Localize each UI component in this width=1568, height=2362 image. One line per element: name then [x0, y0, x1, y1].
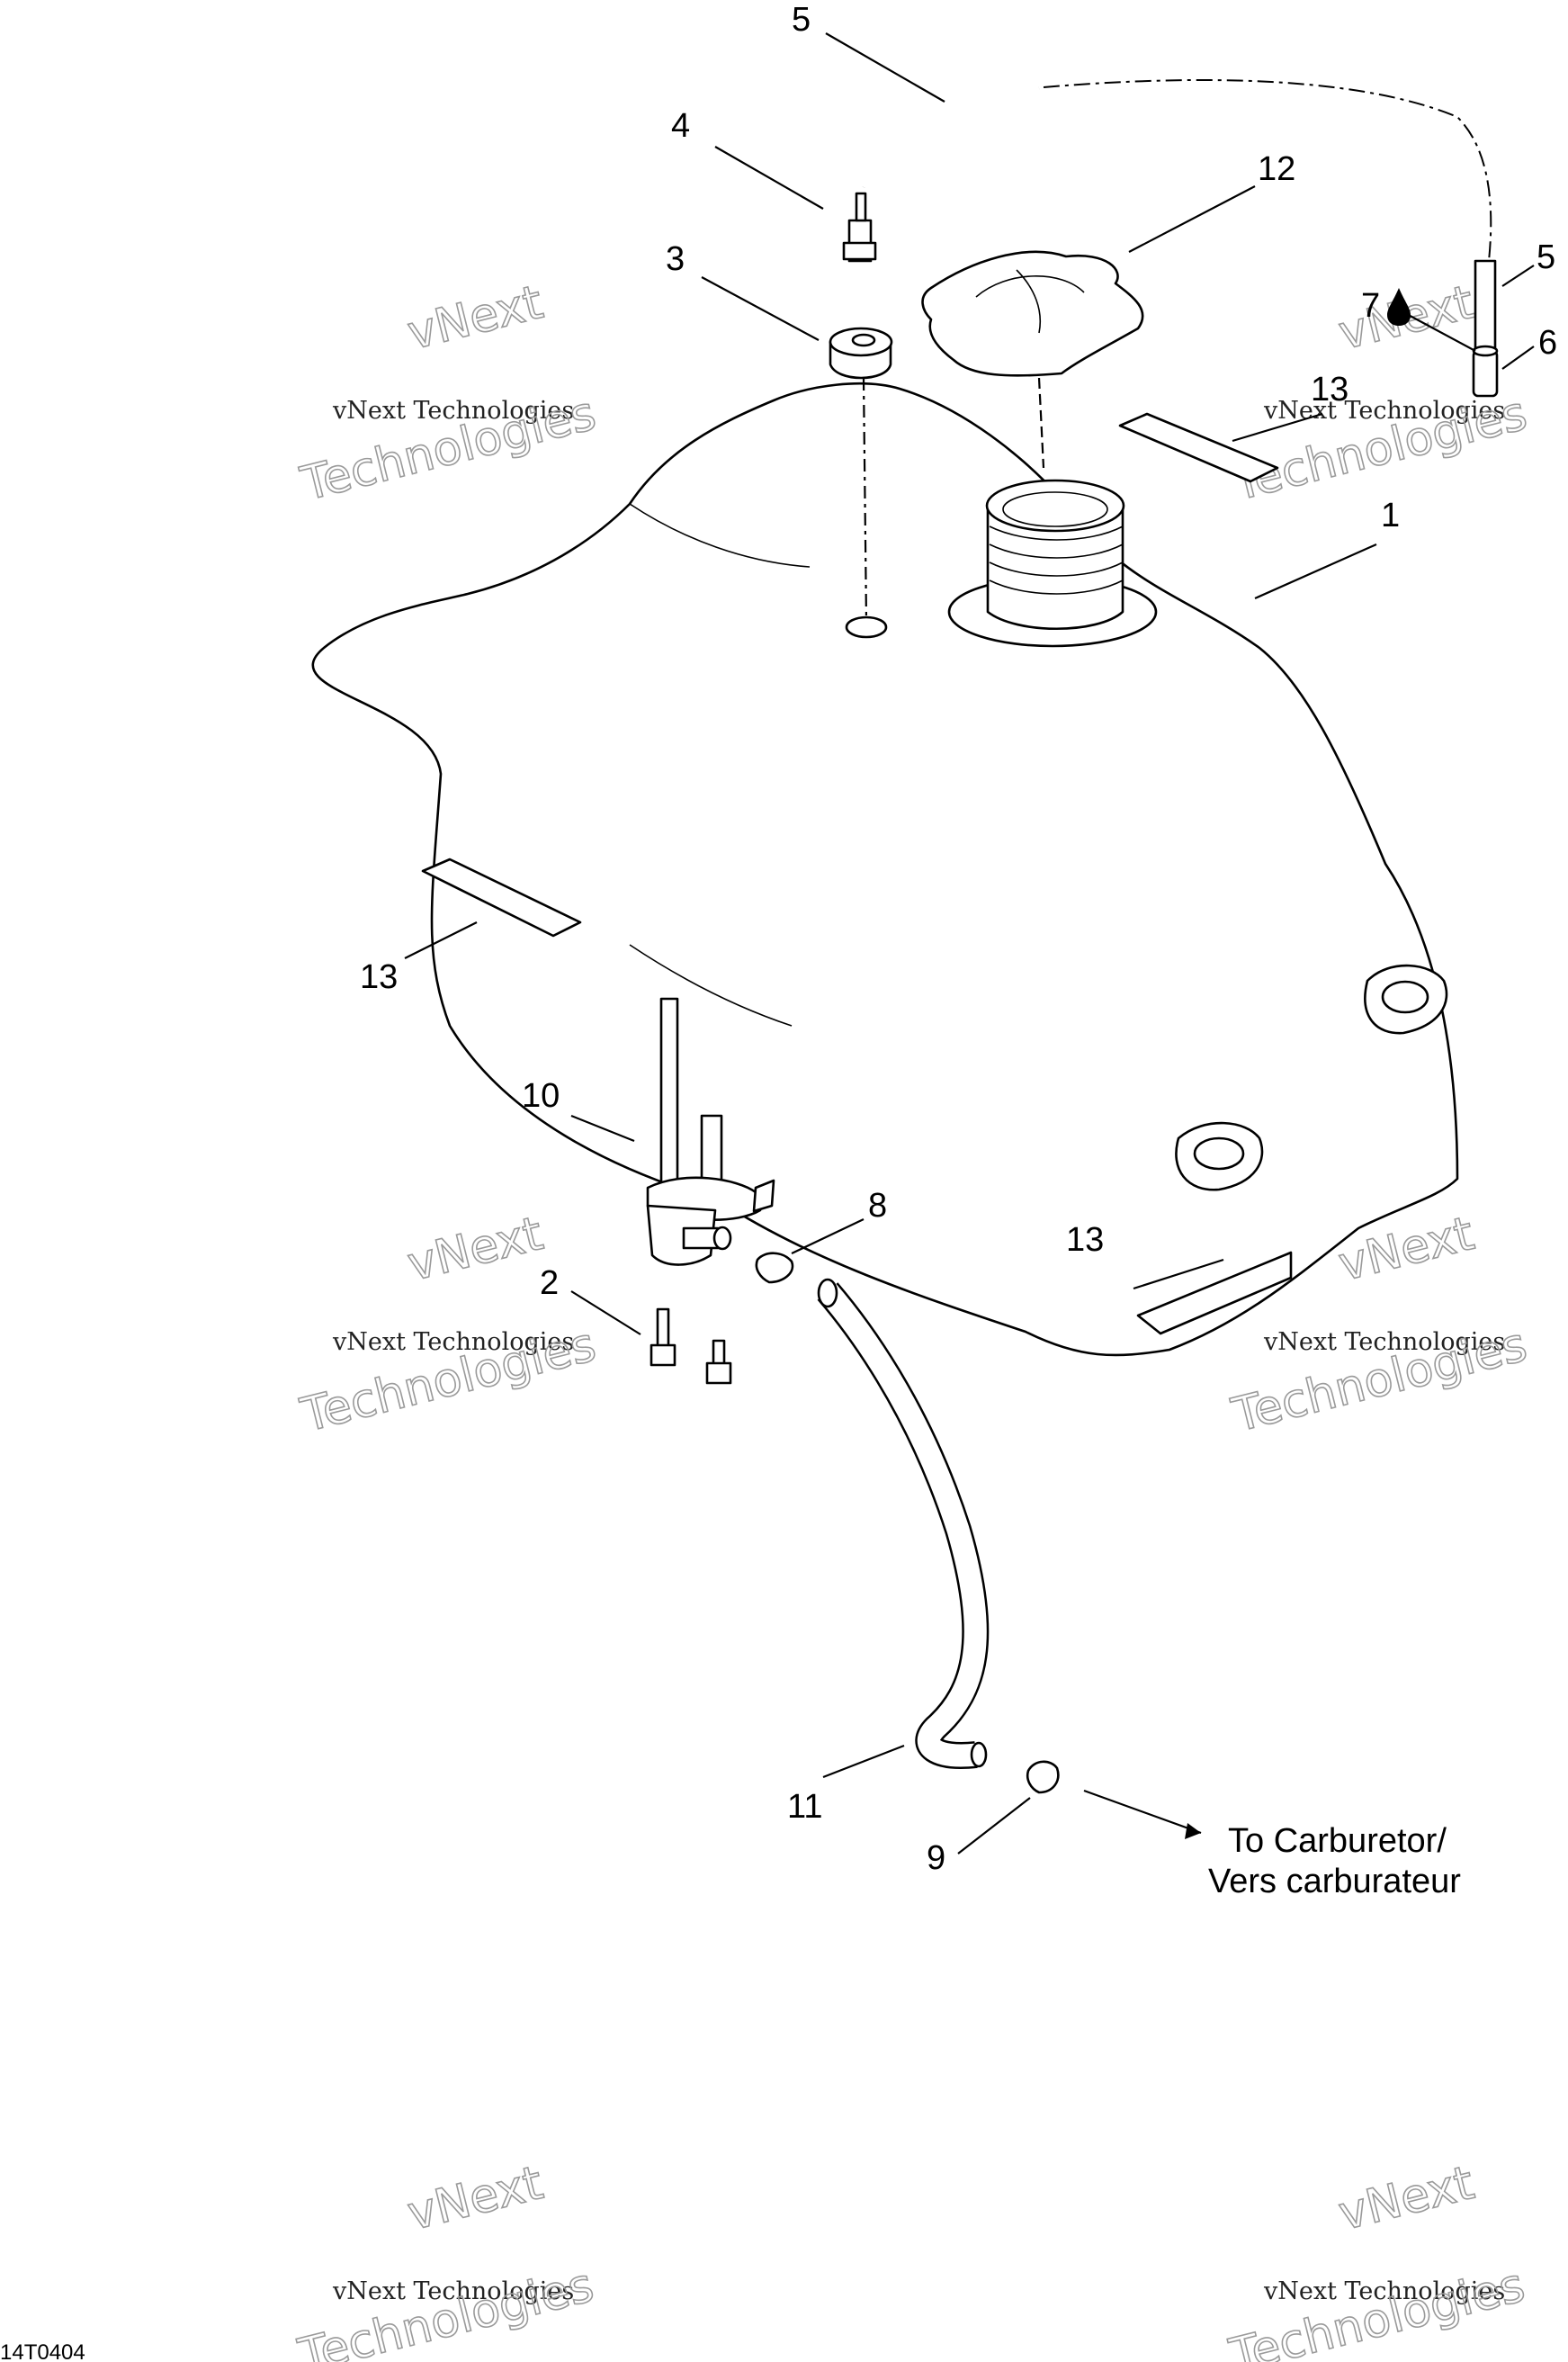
callout-13-left: 13 [360, 958, 398, 996]
callout-13-lower: 13 [1066, 1221, 1104, 1259]
callout-1: 1 [1381, 497, 1400, 534]
watermark-bottom-left: vNext vNext Technologies Technologies [292, 2155, 599, 2362]
part-6-hose-end [1472, 345, 1499, 398]
part-13-pad-upper [1118, 412, 1279, 483]
watermark-brand: vNext [402, 2156, 548, 2241]
callout-12: 12 [1258, 150, 1295, 188]
arrow-right-icon [1185, 1823, 1201, 1839]
watermark-brand-large: Technologies [1224, 2259, 1530, 2362]
part-13-pad-left [421, 858, 582, 938]
callout-10: 10 [522, 1077, 560, 1115]
callout-13-upper: 13 [1311, 371, 1348, 409]
watermark-text: vNext Technologies [1263, 1328, 1505, 1356]
watermark-bottom-right: vNext vNext Technologies Technologies [1223, 2155, 1530, 2362]
callout-11: 11 [787, 1788, 822, 1826]
part-11-fuel-hose [817, 1278, 990, 1769]
callout-5-top: 5 [792, 1, 811, 39]
leader-lines [404, 32, 1535, 1855]
callout-8: 8 [868, 1187, 887, 1225]
callout-2: 2 [540, 1264, 559, 1302]
drawing-reference: 14T0404 [0, 2340, 85, 2362]
watermark-text: vNext Technologies [332, 397, 574, 425]
watermark-text: vNext Technologies [332, 2277, 574, 2305]
tank-filler-neck [947, 479, 1158, 648]
watermark-brand-large: Technologies [293, 2259, 599, 2362]
callout-9: 9 [927, 1839, 945, 1877]
watermark-mid-left: vNext vNext Technologies Technologies [295, 1206, 602, 1443]
part-3-grommet [829, 327, 893, 622]
destination-label-fr: Vers carburateur [1208, 1863, 1461, 1900]
part-12-fuel-cap [921, 250, 1144, 469]
part-2-screw-b [705, 1339, 732, 1385]
callout-5-right: 5 [1537, 238, 1555, 276]
watermark-brand: vNext [1333, 2156, 1479, 2241]
callout-7: 7 [1361, 287, 1380, 325]
part-2-screw-a [650, 1307, 676, 1367]
destination-label-en: To Carburetor/ [1228, 1822, 1447, 1860]
part-1-fuel-tank [311, 382, 1459, 1357]
part-10-fuel-valve [646, 997, 775, 1266]
watermark-brand: vNext [402, 1207, 548, 1292]
callout-6: 6 [1538, 324, 1557, 362]
part-8-clamp [755, 1252, 794, 1284]
part-4-vent-fitting [842, 192, 877, 263]
part-13-pad-lower [1136, 1251, 1293, 1335]
watermark-text: vNext Technologies [332, 1328, 574, 1356]
callout-3: 3 [666, 240, 685, 278]
callout-4: 4 [671, 107, 690, 145]
watermark-text: vNext Technologies [1263, 2277, 1505, 2305]
part-9-clamp [1026, 1760, 1060, 1794]
part-5-vent-hose [858, 78, 1497, 353]
watermark-brand: vNext [402, 275, 548, 361]
drop-icon [1387, 288, 1411, 326]
watermark-top-left: vNext vNext Technologies Technologies [295, 274, 602, 512]
